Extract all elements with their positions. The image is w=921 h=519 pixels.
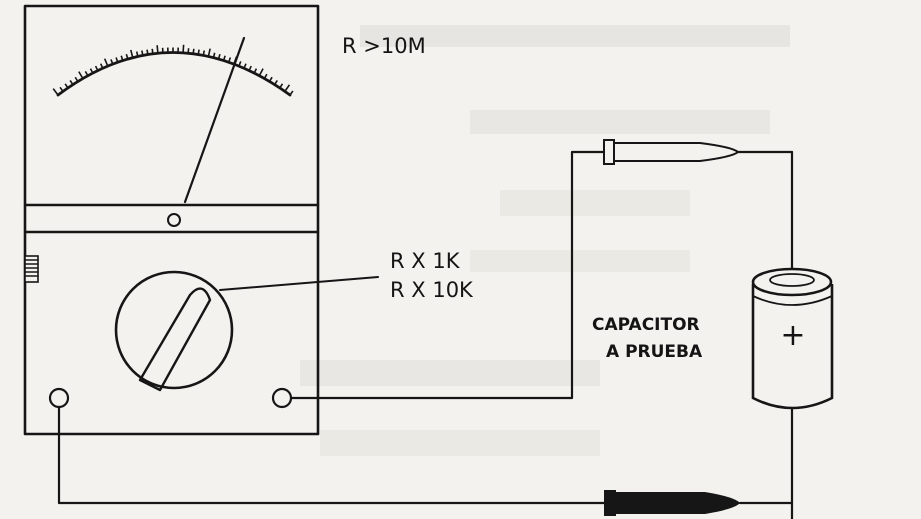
capacitor-top <box>751 267 833 297</box>
scale-tick <box>182 44 185 53</box>
scale-tick <box>156 45 159 54</box>
range-leader-line <box>219 276 379 291</box>
scale-tick <box>141 50 144 56</box>
multimeter-body <box>23 4 320 436</box>
scale-tick <box>197 49 200 55</box>
scale-tick <box>222 55 226 61</box>
range-label-10k: R X 10K <box>390 278 474 302</box>
meter-scale-arc <box>56 51 292 97</box>
scale-tick <box>253 68 258 74</box>
scale-tick <box>258 68 264 77</box>
capacitor-label-line1: CAPACITOR <box>592 315 700 335</box>
common-jack[interactable] <box>48 387 70 409</box>
scale-tick <box>89 68 94 74</box>
ohm-adjust-wheel[interactable] <box>24 255 39 283</box>
scale-tick <box>84 70 89 77</box>
scale-tick <box>227 57 232 63</box>
upper-lead-wire <box>289 150 606 400</box>
scale-tick <box>78 71 84 79</box>
scale-tick <box>217 53 221 60</box>
scale-tick <box>135 51 139 57</box>
scale-tick <box>263 73 268 79</box>
resistance-reading-label: R >10M <box>342 34 426 58</box>
scale-tick <box>59 86 64 92</box>
scale-tick <box>238 61 242 67</box>
capacitor-body <box>751 284 834 410</box>
scale-tick <box>146 49 149 55</box>
capacitor-polarity-sign: + <box>780 318 805 353</box>
lower-lead-wire <box>57 405 606 505</box>
scale-tick <box>120 55 124 61</box>
meter-scale-ticks <box>52 44 294 96</box>
positive-jack[interactable] <box>271 387 293 409</box>
scale-tick <box>268 76 273 82</box>
scale-tick <box>130 49 134 58</box>
scale-tick <box>151 48 154 54</box>
scale-tick <box>115 57 119 63</box>
scale-tick <box>125 53 129 60</box>
scale-tick <box>64 83 69 89</box>
capacitor-top-band <box>752 295 833 306</box>
scale-tick <box>69 80 74 86</box>
zero-adjust-screw[interactable] <box>167 213 181 227</box>
scale-tick <box>202 50 206 56</box>
scale-tick <box>284 84 291 92</box>
meter-needle <box>183 36 246 204</box>
scale-tick <box>103 58 109 67</box>
test-leads <box>57 139 794 519</box>
range-selector-dial[interactable] <box>114 270 234 390</box>
scale-tick <box>212 52 216 58</box>
capacitor-label-line2: A PRUEBA <box>606 342 703 362</box>
scale-tick <box>248 65 252 71</box>
capacitor-top-inner <box>769 273 815 287</box>
upper-test-probe[interactable] <box>603 139 794 165</box>
scale-tick <box>273 79 278 86</box>
scale-tick <box>110 59 114 65</box>
multimeter <box>23 4 320 436</box>
range-label-1k: R X 1K <box>390 249 461 273</box>
range-selector-pointer[interactable] <box>138 287 212 392</box>
scale-tick <box>74 76 79 82</box>
scale-tick <box>192 48 195 54</box>
scale-tick <box>279 83 284 89</box>
scale-tick <box>52 88 59 96</box>
lower-test-probe[interactable] <box>604 490 794 516</box>
scale-tick <box>94 65 99 71</box>
scale-tick <box>243 63 247 69</box>
scale-tick <box>99 63 104 69</box>
bleed-through-texture <box>300 25 790 456</box>
electrolytic-capacitor: + <box>751 267 834 410</box>
scale-tick <box>289 90 294 96</box>
scale-tick <box>207 48 211 57</box>
